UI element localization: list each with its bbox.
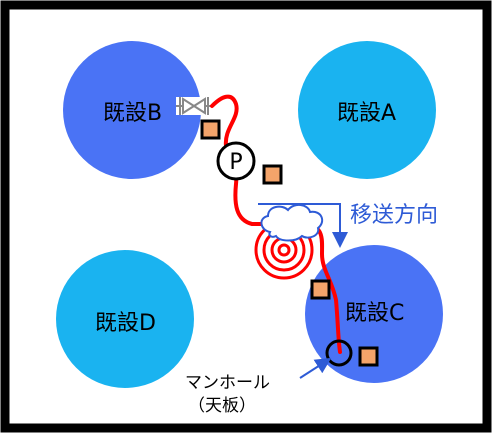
marker-square (262, 164, 283, 185)
manhole-icon (325, 339, 353, 367)
tank-a (298, 41, 436, 179)
direction-arrow (258, 203, 348, 248)
tank-a-label: 既設A (337, 101, 396, 126)
cloud-icon (260, 204, 324, 242)
tank-b (63, 41, 201, 179)
tank-b-label: 既設B (103, 101, 162, 126)
tank-d-label: 既設D (95, 311, 156, 336)
tank-d (56, 250, 194, 388)
marker-square (358, 346, 379, 367)
pump-label: P (229, 150, 242, 175)
marker-square (310, 279, 331, 300)
direction-label: 移送方向 (350, 203, 438, 228)
pump-icon (216, 141, 256, 181)
transfer-hose (210, 94, 342, 354)
manhole-sublabel: （天板） (188, 396, 256, 416)
manhole-label: マンホール (185, 373, 270, 393)
valve-icon (176, 97, 212, 115)
tank-c-label: 既設C (345, 301, 404, 326)
marker-square (200, 119, 221, 140)
manhole-leader-arrow (299, 357, 332, 379)
